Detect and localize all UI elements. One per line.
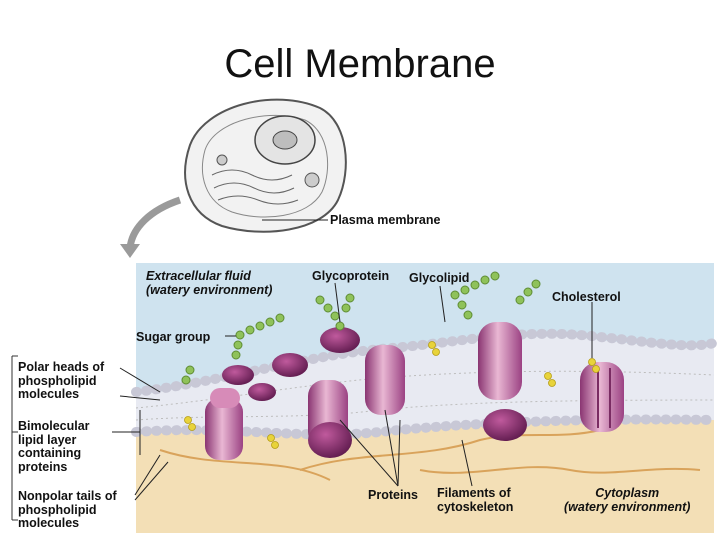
leader-lines: [112, 282, 593, 501]
label-extracellular-fluid: Extracellular fluid (watery environment): [146, 269, 273, 297]
label-proteins: Proteins: [368, 488, 419, 502]
label-bimolecular-layer: Bimolecular lipid layer containing prote…: [18, 419, 90, 474]
protein-far-right: [580, 362, 624, 432]
protein-bump: [222, 365, 254, 385]
label-plasma-membrane: Plasma membrane: [330, 213, 441, 227]
left-bracket: [11, 355, 18, 521]
sugar-chains: [181, 271, 541, 385]
zoom-arrow-head: [120, 244, 140, 258]
label-glycoprotein: Glycoprotein: [312, 269, 390, 283]
label-nonpolar-tails: Nonpolar tails of phospholipid molecules: [18, 489, 117, 530]
cell-sketch: [184, 98, 347, 233]
label-polar-heads: Polar heads of phospholipid molecules: [18, 360, 105, 401]
protein-bump: [272, 353, 308, 377]
label-cholesterol: Cholesterol: [552, 290, 621, 304]
protein-bump: [320, 327, 360, 353]
cholesterol-molecules: [184, 341, 600, 449]
protein-left: [205, 388, 243, 460]
protein-right: [478, 322, 522, 400]
protein-bump: [248, 383, 276, 401]
label-sugar-group: Sugar group: [136, 330, 211, 344]
label-filaments-cytoskeleton: Filaments of cytoskeleton: [437, 486, 514, 514]
protein-tall: [365, 345, 405, 415]
label-glycolipid: Glycolipid: [409, 271, 470, 285]
protein-bottom: [308, 409, 527, 458]
membrane-panel: [131, 263, 719, 533]
zoom-arrow: [126, 196, 182, 249]
label-cytoplasm: Cytoplasm (watery environment): [564, 486, 691, 514]
slide-title: Cell Membrane: [224, 42, 496, 86]
